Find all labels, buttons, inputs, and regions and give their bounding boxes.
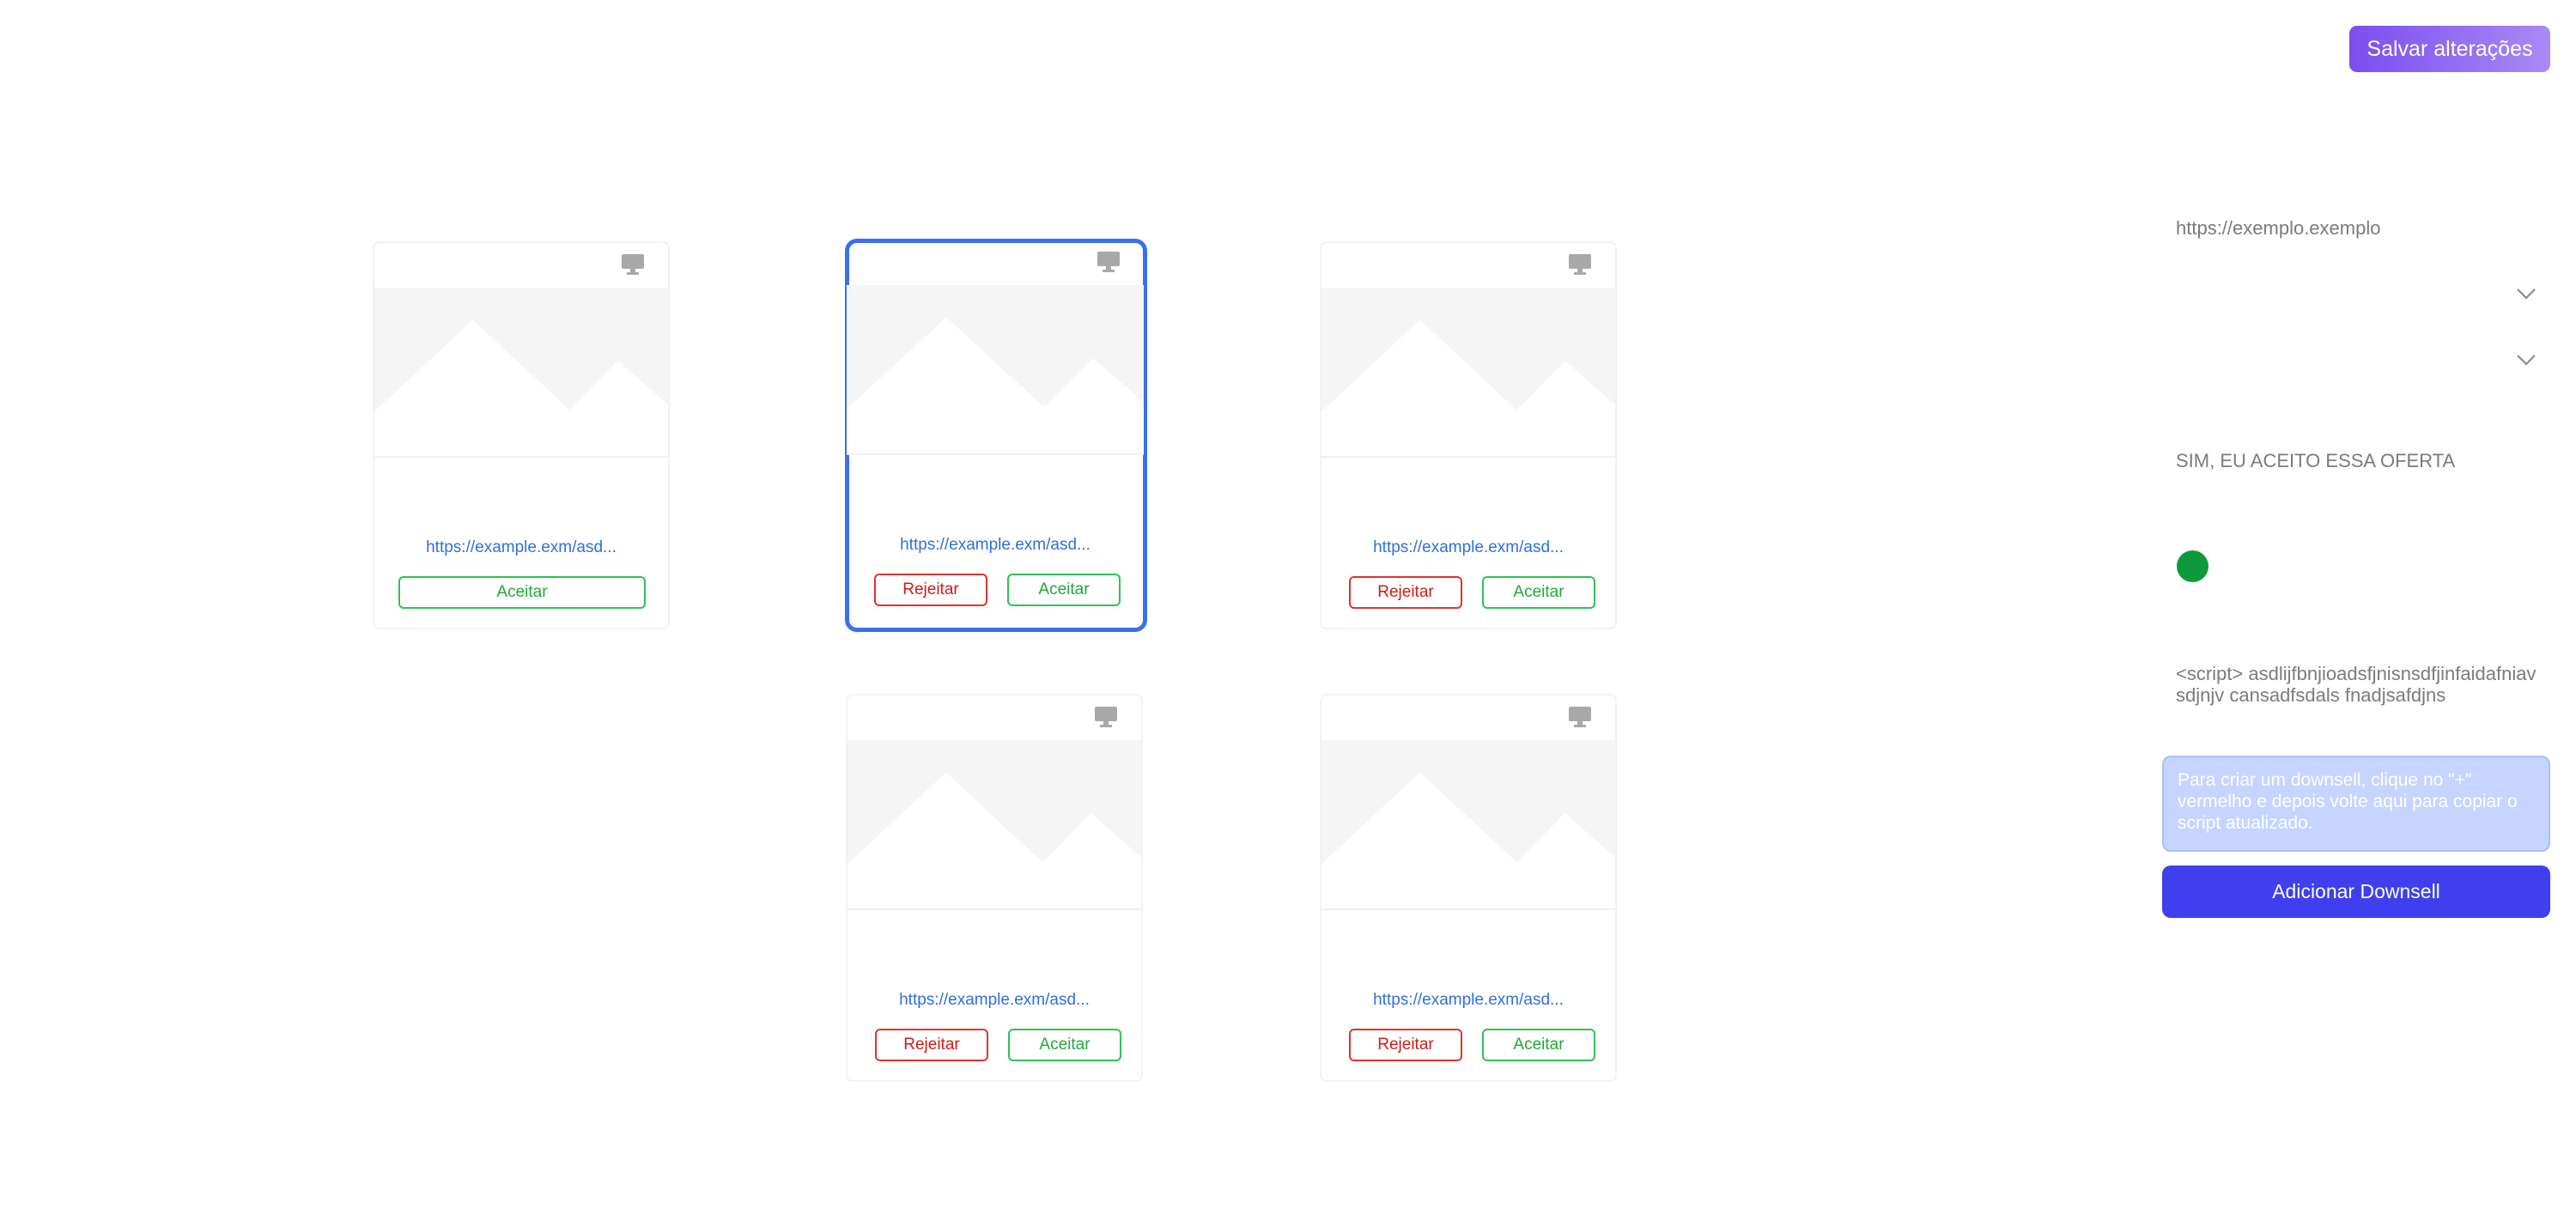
accept-button[interactable]: Aceitar (1008, 1029, 1121, 1061)
card-header (848, 696, 1141, 740)
accept-button[interactable]: Aceitar (398, 576, 646, 609)
chevron-down-icon[interactable] (2516, 354, 2537, 366)
monitor-icon (1095, 707, 1117, 727)
image-placeholder (374, 288, 668, 458)
image-placeholder (847, 285, 1144, 455)
monitor-icon (1097, 252, 1120, 272)
button-color-swatch[interactable] (2177, 550, 2208, 582)
card-url[interactable]: https://example.exm/asd... (426, 538, 617, 556)
chevron-down-icon[interactable] (2516, 288, 2537, 300)
reject-button[interactable]: Rejeitar (1349, 1029, 1462, 1061)
card-url[interactable]: https://example.exm/asd... (899, 991, 1090, 1009)
card-header (374, 243, 668, 288)
offer-card[interactable]: https://example.exm/asd... Rejeitar Acei… (1320, 241, 1617, 629)
monitor-icon (1569, 707, 1591, 727)
offer-card-selected[interactable]: https://example.exm/asd... Rejeitar Acei… (845, 239, 1147, 632)
accept-button[interactable]: Aceitar (1482, 576, 1595, 609)
card-header (1321, 696, 1615, 740)
card-header (1321, 243, 1615, 288)
reject-button[interactable]: Rejeitar (1349, 576, 1462, 609)
card-url[interactable]: https://example.exm/asd... (1373, 991, 1564, 1009)
image-placeholder (1321, 288, 1615, 458)
accept-button[interactable]: Aceitar (1482, 1029, 1595, 1061)
button-text-field[interactable]: SIM, EU ACEITO ESSA OFERTA (2176, 450, 2456, 471)
downsell-info-box: Para criar um downsell, clique no "+" ve… (2162, 756, 2550, 852)
offer-card[interactable]: https://example.exm/asd... Aceitar (373, 241, 670, 629)
reject-button[interactable]: Rejeitar (875, 1029, 988, 1061)
card-url[interactable]: https://example.exm/asd... (1373, 538, 1564, 556)
card-url[interactable]: https://example.exm/asd... (900, 536, 1091, 554)
add-downsell-button[interactable]: Adicionar Downsell (2162, 866, 2550, 918)
image-placeholder (1321, 740, 1615, 910)
accept-button[interactable]: Aceitar (1007, 574, 1121, 606)
script-textarea[interactable]: <script> asdlijfbnjioadsfjnisnsdfjinfaid… (2176, 663, 2537, 706)
save-changes-button[interactable]: Salvar alterações (2349, 26, 2550, 72)
monitor-icon (1569, 254, 1591, 275)
offer-card[interactable]: https://example.exm/asd... Rejeitar Acei… (846, 694, 1143, 1082)
image-placeholder (848, 740, 1141, 910)
monitor-icon (622, 254, 644, 275)
card-header (847, 240, 1144, 285)
offer-card[interactable]: https://example.exm/asd... Rejeitar Acei… (1320, 694, 1617, 1082)
reject-button[interactable]: Rejeitar (874, 574, 987, 606)
url-field[interactable]: https://exemplo.exemplo (2176, 217, 2381, 239)
